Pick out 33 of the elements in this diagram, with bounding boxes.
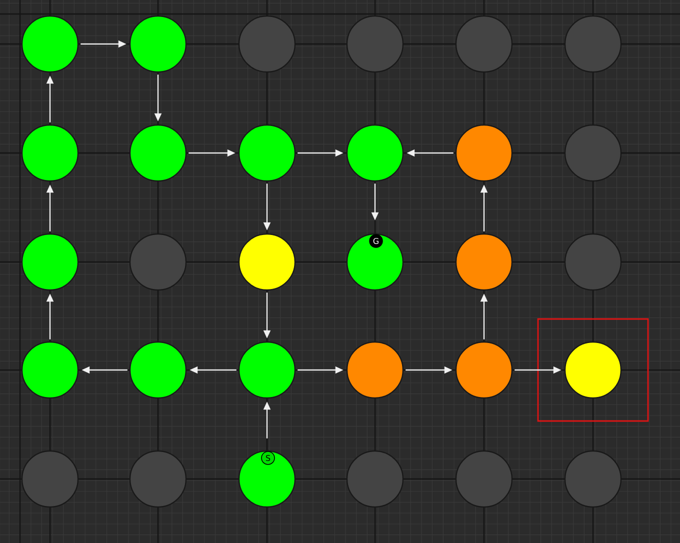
grid-cell-circle [129, 450, 187, 508]
grid-cell-circle [346, 233, 404, 291]
marker-badge: G [369, 234, 383, 248]
marker-badge: S [261, 451, 275, 465]
grid-cell-circle [21, 233, 79, 291]
grid-cell-circle [129, 341, 187, 399]
grid-cell-circle [564, 450, 622, 508]
grid-cell-circle [21, 341, 79, 399]
grid-cell-circle [564, 15, 622, 73]
grid-cell-circle [455, 233, 513, 291]
grid-cell-circle [346, 124, 404, 182]
grid-cell-circle [129, 233, 187, 291]
grid-cell-circle [564, 233, 622, 291]
grid-cell-circle [238, 233, 296, 291]
grid-cell-circle [564, 341, 622, 399]
highlight-frame [537, 318, 649, 422]
grid-cell-circle [238, 15, 296, 73]
grid-cell-circle [455, 450, 513, 508]
grid-cell-circle [238, 341, 296, 399]
grid-cell-circle [21, 450, 79, 508]
grid-cell-circle [346, 15, 404, 73]
grid-cell-circle [129, 15, 187, 73]
grid-cell-circle [346, 341, 404, 399]
grid-cell-circle [455, 15, 513, 73]
grid-cell-circle [455, 341, 513, 399]
grid-cell-circle [455, 124, 513, 182]
grid-cell-circle [238, 124, 296, 182]
grid-cell-circle [564, 124, 622, 182]
grid-cell-circle [346, 450, 404, 508]
grid-cell-circle [238, 450, 296, 508]
grid-cell-circle [129, 124, 187, 182]
grid-cell-circle [21, 15, 79, 73]
grid-cell-circle [21, 124, 79, 182]
